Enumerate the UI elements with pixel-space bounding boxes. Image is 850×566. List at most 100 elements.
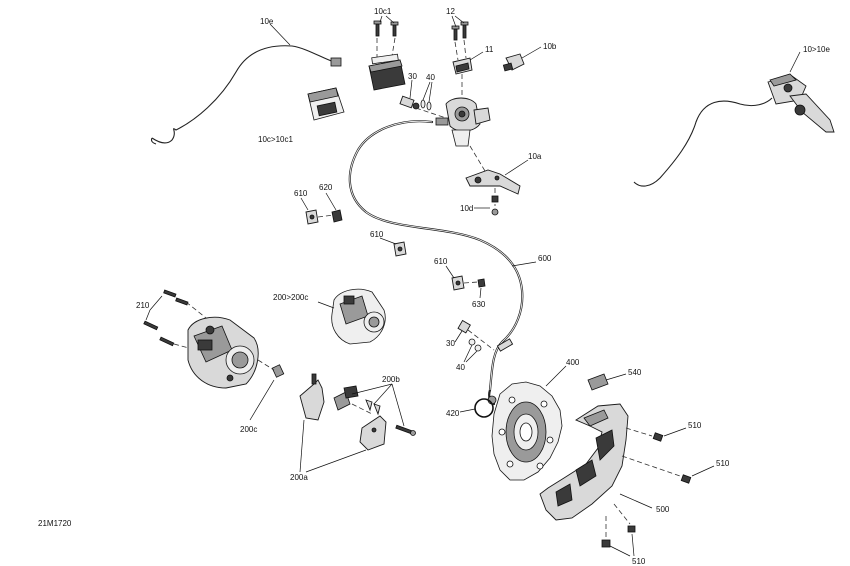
callout-540: 540: [605, 368, 642, 381]
callout-label-10c-10c1: 10c>10c1: [258, 135, 293, 144]
o-ring-420: [474, 398, 494, 418]
washers-40-upper: [415, 99, 447, 119]
callout-10-10e: 10>10e: [789, 45, 830, 73]
callout-label-12: 12: [446, 7, 455, 16]
callout-label-200-200c: 200>200c: [273, 293, 308, 302]
callout-label-210: 210: [136, 301, 150, 310]
callout-label-200b: 200b: [382, 375, 400, 384]
screws-12: [451, 21, 469, 61]
callout-label-10c1: 10c1: [374, 7, 392, 16]
brake-lever-10a: [465, 145, 521, 195]
callout-label-11: 11: [485, 45, 494, 54]
callout-610-b: 610: [370, 230, 397, 245]
callout-label-10a: 10a: [528, 152, 542, 161]
callout-label-510-b: 510: [716, 459, 730, 468]
handlebar-master-cylinder: [633, 73, 835, 187]
callout-200-200c: 200>200c: [273, 293, 335, 309]
callout-510-b: 510: [691, 459, 730, 477]
callout-label-40-lower: 40: [456, 363, 465, 372]
callout-40-lower: 40: [456, 344, 478, 372]
caliper-bolts-210: [143, 289, 207, 351]
callout-label-40-upper: 40: [426, 73, 435, 82]
callout-label-10d: 10d: [460, 204, 473, 213]
washers-40-lower: [468, 338, 482, 352]
guard-screw-510-b: [621, 455, 692, 484]
callout-30-lower: 30: [446, 330, 463, 348]
hose-clip-610-b: [393, 241, 407, 257]
fluid-reservoir-part: [368, 53, 406, 91]
callout-11: 11: [469, 45, 494, 61]
clamp-11: [452, 57, 473, 75]
guard-screw-510-c: [601, 516, 611, 548]
callout-200c: 200c: [240, 379, 275, 434]
fastener-630: [477, 278, 486, 288]
callout-label-610-c: 610: [434, 257, 448, 266]
screws-10c1: [373, 20, 399, 58]
pivot-10d: [491, 188, 499, 216]
callout-200a: 200a: [290, 419, 367, 482]
callout-600: 600: [511, 254, 552, 267]
callout-label-600: 600: [538, 254, 552, 263]
callout-40-upper: 40: [422, 73, 435, 103]
banjo-bolt-30-upper: [399, 95, 420, 110]
callout-label-200a: 200a: [290, 473, 308, 482]
disc-guard-500: [539, 403, 629, 521]
pad-pin-200b: [395, 424, 416, 436]
callout-label-510-c: 510: [632, 557, 646, 566]
brake-hose-600: [348, 120, 524, 406]
callout-420: 420: [446, 408, 476, 418]
callout-400: 400: [545, 358, 580, 387]
callout-30-upper: 30: [408, 72, 417, 99]
diagram-reference-code: 21M1720: [38, 519, 72, 528]
callout-12: 12: [446, 7, 465, 28]
callout-label-610-b: 610: [370, 230, 384, 239]
callout-label-420: 420: [446, 409, 460, 418]
callout-label-540: 540: [628, 368, 642, 377]
brake-switch-10b: [502, 53, 525, 72]
bleeder-200c: [257, 359, 285, 378]
fastener-620: [331, 209, 343, 223]
brake-pad-200a-right: [359, 415, 387, 451]
callout-10d: 10d: [460, 204, 490, 213]
callout-500: 500: [619, 493, 670, 514]
callout-510-a: 510: [663, 421, 702, 437]
callout-label-30-lower: 30: [446, 339, 455, 348]
pad-spring-200b: [333, 385, 381, 416]
banjo-bolt-30-lower: [457, 319, 495, 351]
brake-pad-200a-left: [299, 373, 325, 421]
callout-label-510-a: 510: [688, 421, 702, 430]
callout-label-630: 630: [472, 300, 486, 309]
master-cylinder-center: [435, 74, 491, 147]
callout-620: 620: [319, 183, 337, 211]
label-sticker-540: [587, 373, 609, 391]
callout-label-610-a: 610: [294, 189, 308, 198]
guard-screw-510-d: [613, 503, 636, 533]
callout-label-10-10e: 10>10e: [803, 45, 830, 54]
callout-10c-10c1: 10c>10c1: [258, 135, 293, 144]
callout-210: 210: [136, 295, 163, 321]
callout-510-c: 510: [609, 533, 646, 566]
callout-10b: 10b: [521, 42, 557, 59]
callout-10c1: 10c1: [374, 7, 395, 24]
callout-label-500: 500: [656, 505, 670, 514]
callout-label-400: 400: [566, 358, 580, 367]
hose-clip-610-a: [305, 209, 335, 225]
callout-label-10b: 10b: [543, 42, 557, 51]
guard-screw-510-a: [625, 427, 664, 442]
callout-10e: 10e: [260, 17, 291, 46]
callout-label-10e: 10e: [260, 17, 274, 26]
callout-610-c: 610: [434, 257, 455, 279]
callout-label-30-upper: 30: [408, 72, 417, 81]
callout-200b: 200b: [351, 375, 405, 427]
hose-clip-610-c: [451, 275, 479, 291]
callout-10a: 10a: [504, 152, 542, 176]
brake-disc-400: [491, 381, 563, 481]
callout-label-620: 620: [319, 183, 333, 192]
callout-630: 630: [472, 287, 486, 309]
brake-caliper-left: [187, 316, 259, 389]
callout-610-a: 610: [294, 189, 309, 211]
reservoir-10c: [307, 87, 345, 121]
wire-harness-10e: [150, 45, 342, 145]
